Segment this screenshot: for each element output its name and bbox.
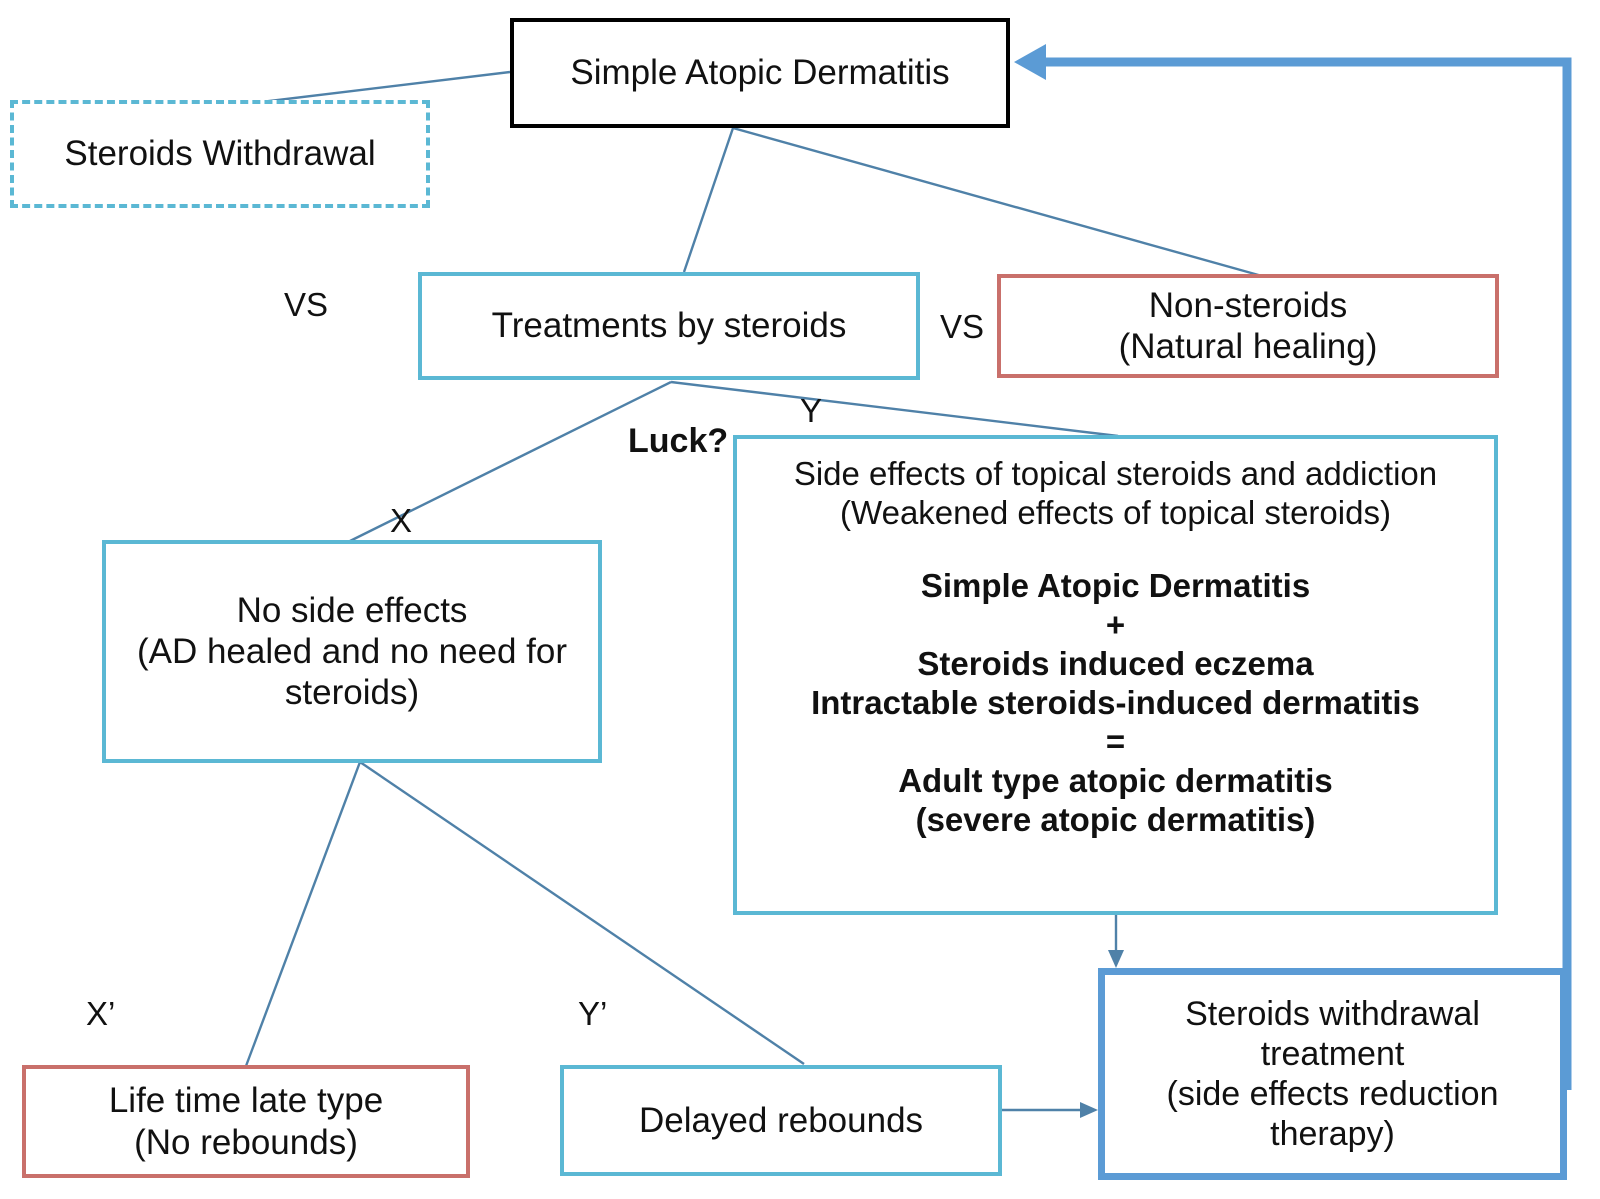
node-side-effects-line1: Side effects of topical steroids and add… [793, 455, 1438, 492]
arrowhead-down-icon [1108, 950, 1124, 968]
label-branch-x-prime: X’ [86, 995, 116, 1032]
node-treatments-by-steroids[interactable]: Treatments by steroids [418, 272, 920, 380]
node-no-side-effects-line1: No side effects [236, 590, 468, 630]
node-steroids-withdrawal-treatment-line2: treatment [1260, 1034, 1405, 1073]
node-delayed-rebounds[interactable]: Delayed rebounds [560, 1065, 1002, 1176]
node-steroids-withdrawal-treatment-label: Steroids withdrawal treatment (side effe… [1105, 994, 1560, 1154]
node-non-steroids-line1: Non-steroids [1148, 285, 1348, 325]
node-side-effects-of-topical-steroids[interactable]: Side effects of topical steroids and add… [733, 435, 1498, 915]
node-non-steroids[interactable]: Non-steroids (Natural healing) [997, 274, 1499, 378]
node-side-effects-bold3: Steroids induced eczema [917, 644, 1314, 682]
edge-root-to-non-steroids [732, 126, 1263, 278]
node-side-effects-bold7: (severe atopic dermatitis) [915, 800, 1316, 838]
node-side-effects-bold6: Adult type atopic dermatitis [898, 761, 1333, 799]
label-luck: Luck? [628, 422, 729, 460]
node-treatments-by-steroids-label: Treatments by steroids [491, 306, 847, 346]
node-life-time-late-type-line1: Life time late type [108, 1081, 384, 1121]
edge-treatments-to-side-effects [670, 380, 1119, 438]
node-non-steroids-label: Non-steroids (Natural healing) [1001, 285, 1495, 368]
node-side-effects-bold2: + [1105, 605, 1126, 643]
node-side-effects-bold4: Intractable steroids-induced dermatitis [811, 683, 1420, 721]
label-vs-left: VS [284, 286, 329, 323]
node-steroids-withdrawal-treatment-line1: Steroids withdrawal [1185, 994, 1480, 1033]
node-side-effects-bold1: Simple Atopic Dermatitis [920, 566, 1311, 604]
node-life-time-late-type[interactable]: Life time late type (No rebounds) [22, 1065, 470, 1178]
node-steroids-withdrawal-treatment-line4: therapy) [1270, 1115, 1395, 1154]
node-delayed-rebounds-label: Delayed rebounds [638, 1100, 924, 1140]
feedback-arrowhead-icon [1014, 44, 1046, 80]
node-life-time-late-type-label: Life time late type (No rebounds) [26, 1080, 466, 1163]
node-side-effects-content: Side effects of topical steroids and add… [737, 439, 1494, 839]
node-no-side-effects-line2: (AD healed and no need for [136, 631, 568, 671]
label-branch-y-prime: Y’ [578, 995, 608, 1032]
arrowhead-right-icon [1080, 1102, 1098, 1118]
node-steroids-withdrawal-dashed-label: Steroids Withdrawal [64, 134, 376, 174]
node-side-effects-bold-group: Simple Atopic Dermatitis + Steroids indu… [743, 567, 1488, 840]
node-no-side-effects-line3: steroids) [284, 673, 420, 713]
node-no-side-effects-label: No side effects (AD healed and no need f… [106, 590, 598, 714]
node-steroids-withdrawal-treatment-line3: (side effects reduction [1166, 1075, 1499, 1113]
label-branch-y: Y [800, 392, 823, 429]
node-simple-atopic-dermatitis-label: Simple Atopic Dermatitis [570, 53, 950, 93]
node-no-side-effects[interactable]: No side effects (AD healed and no need f… [102, 540, 602, 763]
node-steroids-withdrawal-treatment[interactable]: Steroids withdrawal treatment (side effe… [1098, 968, 1567, 1180]
node-side-effects-bold5: = [1105, 722, 1126, 760]
label-branch-x: X [390, 502, 413, 539]
node-side-effects-line2: (Weakened effects of topical steroids) [840, 493, 1391, 531]
node-side-effects-spacer [743, 533, 1488, 567]
node-non-steroids-line2: (Natural healing) [1118, 327, 1378, 366]
node-simple-atopic-dermatitis[interactable]: Simple Atopic Dermatitis [510, 18, 1010, 128]
label-vs-right: VS [940, 308, 985, 345]
edge-no-side-effects-to-lifetime [244, 761, 362, 1067]
edge-root-to-treatments [682, 127, 735, 273]
node-life-time-late-type-line2: (No rebounds) [134, 1122, 358, 1162]
node-steroids-withdrawal-dashed[interactable]: Steroids Withdrawal [10, 100, 430, 208]
